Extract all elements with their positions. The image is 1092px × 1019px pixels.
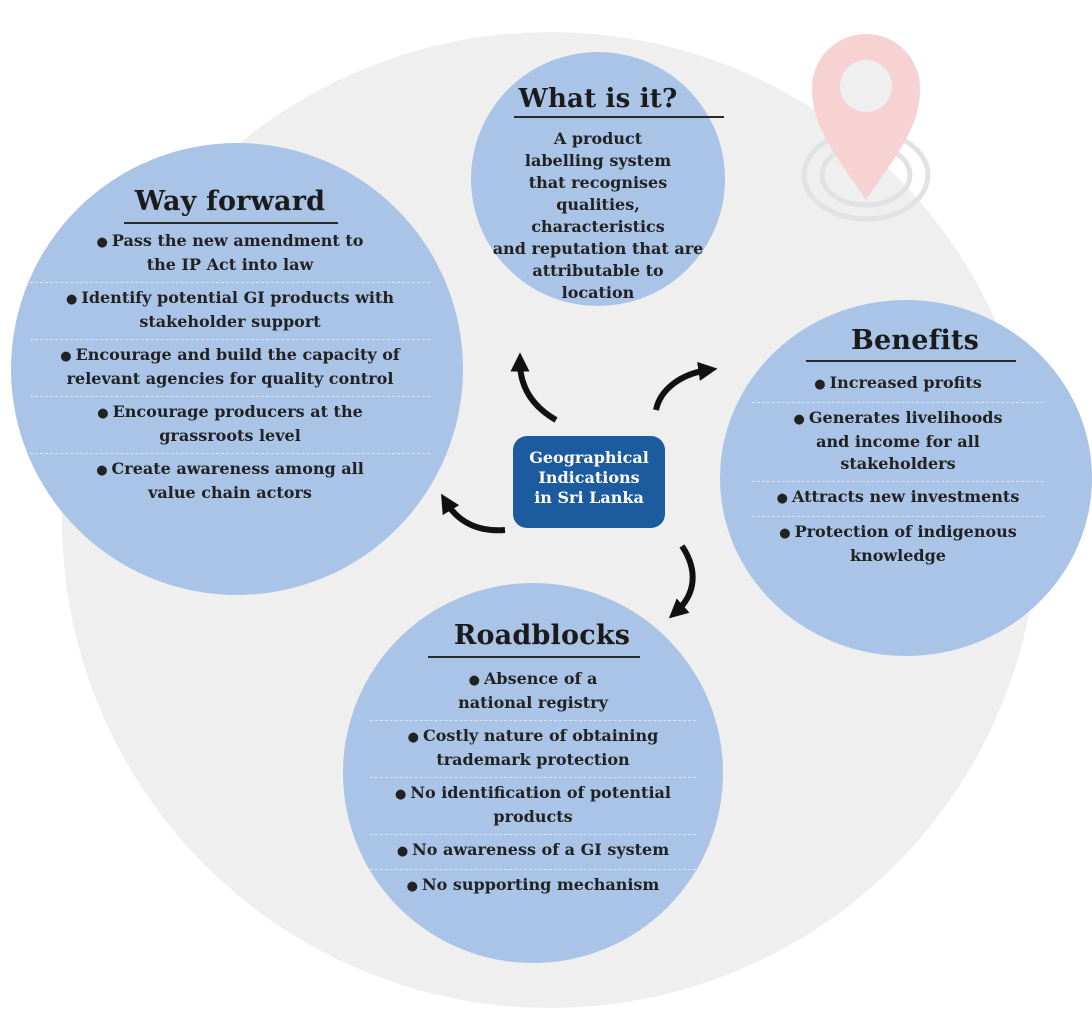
way-forward-rule xyxy=(124,222,338,224)
what-is-it-circle xyxy=(471,52,725,306)
center-line: Indications xyxy=(538,468,640,487)
arrow-to-way-forward xyxy=(441,493,506,534)
benefits-rule xyxy=(806,360,1016,362)
what-is-it-description: A product labelling system that recognis… xyxy=(488,128,708,304)
arrow-to-what-is-it xyxy=(510,352,558,423)
arrow-to-roadblocks xyxy=(668,544,696,619)
benefits-list: ●Increased profits ●Generates livelihood… xyxy=(752,368,1044,573)
center-line: Geographical xyxy=(529,448,649,467)
what-is-it-rule xyxy=(514,116,724,118)
description-line: that recognises xyxy=(528,173,668,192)
description-line: and reputation that are xyxy=(492,239,704,258)
list-item: ●No supporting mechanism xyxy=(406,875,660,894)
benefits-title: Benefits xyxy=(851,325,979,356)
benefits-circle xyxy=(720,300,1092,656)
center-topic-box: Geographical Indications in Sri Lanka xyxy=(513,436,665,528)
description-line: attributable to xyxy=(532,261,664,280)
roadblocks-circle xyxy=(343,583,723,963)
description-line: A product xyxy=(553,129,643,148)
arrow-to-benefits xyxy=(653,361,718,411)
list-item: ●Attracts new investments xyxy=(752,482,1044,517)
description-line: location xyxy=(561,283,635,302)
way-forward-title: Way forward xyxy=(134,186,326,217)
roadblocks-title: Roadblocks xyxy=(453,620,631,651)
roadblocks-rule xyxy=(428,656,640,658)
description-line: qualities, characteristics xyxy=(531,195,665,236)
description-line: labelling system xyxy=(524,151,672,170)
what-is-it-title: What is it? xyxy=(518,84,678,114)
way-forward-circle xyxy=(11,143,463,595)
center-line: in Sri Lanka xyxy=(534,488,644,507)
list-item: ●Increased profits xyxy=(752,368,1044,403)
list-item: ●No awareness of a GI system xyxy=(370,835,696,870)
